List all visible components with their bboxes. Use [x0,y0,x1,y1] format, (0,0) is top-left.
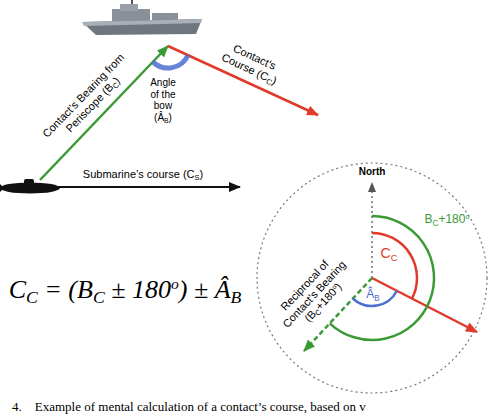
bow-angle-symbol: ÂB [363,288,383,302]
bow-angle-arc [153,55,188,68]
submarine-silhouette [0,179,60,194]
subscript: C [265,76,274,86]
contact-course-arrow [372,278,477,332]
subscript: B [231,287,242,307]
subscript: C [26,287,38,307]
north-arrow [371,183,372,278]
submarine-course-label: Submarine’s course (CS) [53,168,233,181]
ship-silhouette [82,0,202,35]
superscript: o [465,212,469,221]
superscript: o [330,283,338,290]
submarine-course-arrow [52,186,240,188]
subscript: S [195,173,200,182]
course-angle-label: CC [377,245,401,261]
superscript: o [171,275,179,292]
subscript: B [164,117,169,124]
reciprocal-label: Reciprocal of Contact’s Bearing (BC+180o… [266,245,362,344]
bearing-label: Contact’s Bearing from Periscope (BC) [40,51,136,149]
bearing-arrow [40,46,168,180]
bearing-angle-label: BC+180o [417,213,477,227]
bow-angle-arc [353,291,397,306]
subscript: C [313,308,323,318]
subscript: C [391,252,398,263]
subscript: C [433,219,439,228]
figure-caption: 4. Example of mental calculation of a co… [12,400,366,415]
subscript: C [93,287,105,307]
formula: CC = (BC ± 180o) ± ÂB [5,275,245,305]
compass-circle [257,163,487,393]
subscript: B [374,294,379,303]
bow-angle-label: Angle of the bow (ÂB) [145,77,181,123]
north-label: North [352,166,392,178]
subscript: C [110,80,120,90]
course-arc [372,233,417,298]
